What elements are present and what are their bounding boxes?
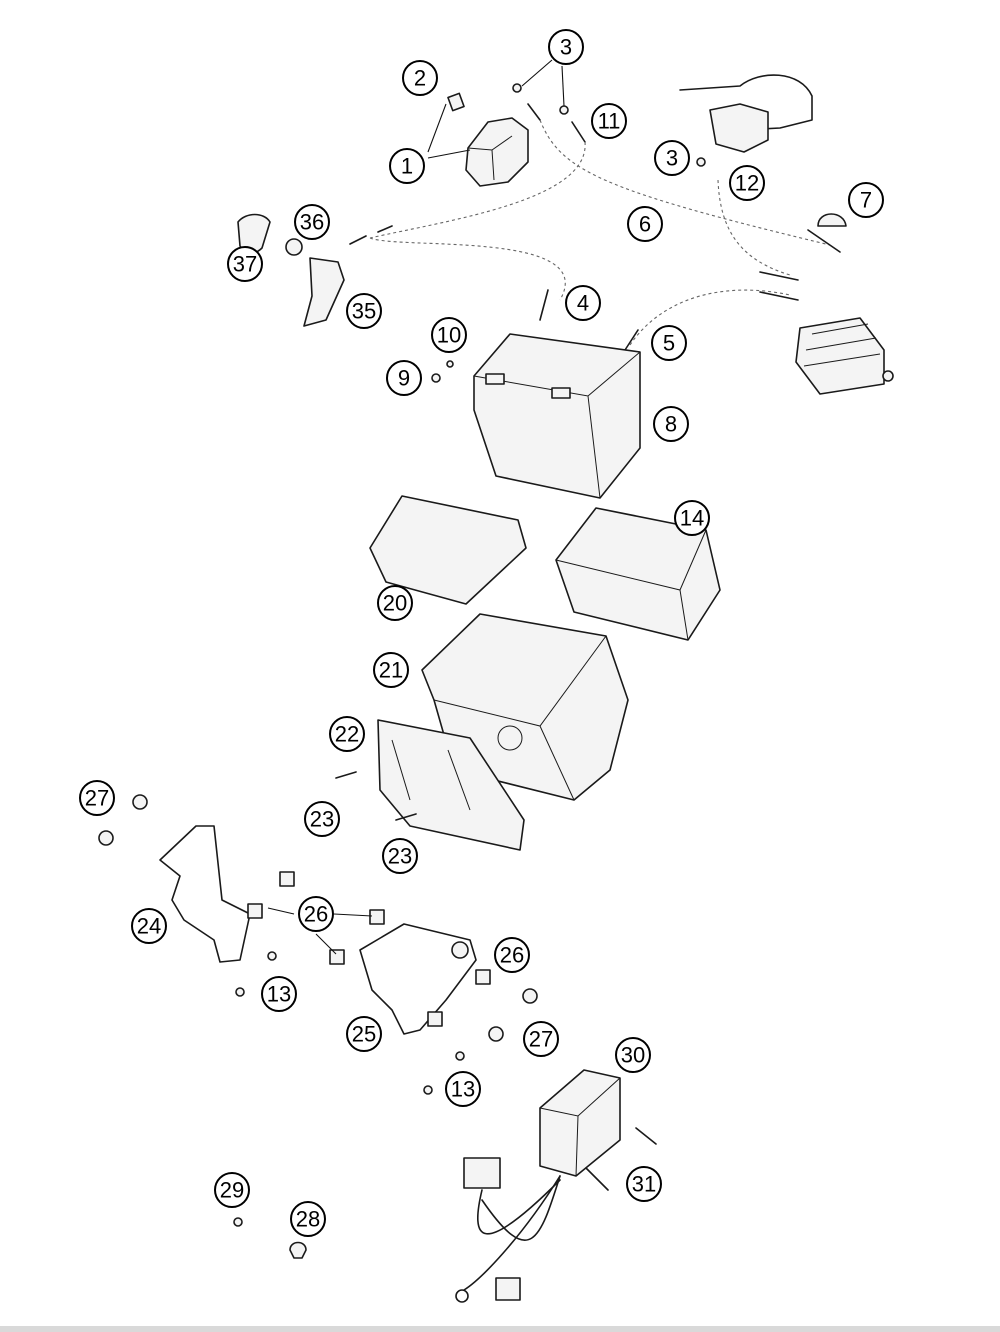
callout-3: 3 <box>548 29 584 65</box>
callout-12: 12 <box>729 165 765 201</box>
svg-text:9: 9 <box>398 366 410 391</box>
svg-text:29: 29 <box>220 1178 244 1203</box>
voltage-regulator <box>539 1069 657 1191</box>
svg-text:25: 25 <box>352 1022 376 1047</box>
svg-text:10: 10 <box>437 323 461 348</box>
svg-text:21: 21 <box>379 658 403 683</box>
callout-3: 3 <box>654 140 690 176</box>
callout-5: 5 <box>651 325 687 361</box>
svg-text:36: 36 <box>300 210 324 235</box>
svg-text:3: 3 <box>666 146 678 171</box>
callout-24: 24 <box>131 908 167 944</box>
svg-text:24: 24 <box>137 914 161 939</box>
svg-text:30: 30 <box>621 1043 645 1068</box>
callout-4: 4 <box>565 285 601 321</box>
callout-37: 37 <box>227 246 263 282</box>
callout-21: 21 <box>373 652 409 688</box>
svg-text:4: 4 <box>577 291 589 316</box>
callout-22: 22 <box>329 716 365 752</box>
wire-harness <box>349 119 841 351</box>
callout-7: 7 <box>848 182 884 218</box>
battery-box <box>555 507 721 641</box>
svg-text:8: 8 <box>665 412 677 437</box>
callout-20: 20 <box>377 585 413 621</box>
svg-text:23: 23 <box>310 807 334 832</box>
callout-23: 23 <box>382 838 418 874</box>
regulator-harness <box>455 1157 561 1303</box>
callout-30: 30 <box>615 1037 651 1073</box>
terminal-cap <box>817 213 847 227</box>
callout-28: 28 <box>290 1201 326 1237</box>
callout-1: 1 <box>389 148 425 184</box>
left-bracket <box>98 794 251 963</box>
callout-25: 25 <box>346 1016 382 1052</box>
callout-8: 8 <box>653 406 689 442</box>
battery <box>431 333 641 499</box>
callout-26: 26 <box>494 937 530 973</box>
svg-text:11: 11 <box>598 109 621 134</box>
callout-11: 11 <box>591 103 627 139</box>
bottom-rule <box>0 1326 1000 1332</box>
callout-27: 27 <box>79 780 115 816</box>
starter-relay <box>447 92 529 187</box>
svg-text:27: 27 <box>85 786 109 811</box>
svg-text:5: 5 <box>663 331 675 356</box>
callout-10: 10 <box>431 317 467 353</box>
right-bracket <box>359 923 538 1042</box>
svg-text:35: 35 <box>352 299 376 324</box>
svg-text:12: 12 <box>735 171 759 196</box>
callout-26: 26 <box>298 896 334 932</box>
callout-31: 31 <box>626 1166 662 1202</box>
svg-text:26: 26 <box>304 902 328 927</box>
battery-cover <box>369 495 527 605</box>
svg-text:13: 13 <box>267 982 291 1007</box>
svg-text:20: 20 <box>383 591 407 616</box>
starter-motor <box>795 317 894 395</box>
callout-35: 35 <box>346 293 382 329</box>
small-nut <box>233 1217 243 1227</box>
svg-text:14: 14 <box>680 506 704 531</box>
callout-29: 29 <box>214 1172 250 1208</box>
svg-text:22: 22 <box>335 722 359 747</box>
svg-text:27: 27 <box>529 1027 553 1052</box>
battery-bracket-plate <box>335 719 525 851</box>
svg-text:7: 7 <box>860 188 872 213</box>
small-clip <box>289 1241 307 1259</box>
svg-text:3: 3 <box>560 35 572 60</box>
callout-13: 13 <box>445 1071 481 1107</box>
svg-text:37: 37 <box>233 252 257 277</box>
svg-text:26: 26 <box>500 943 524 968</box>
callout-9: 9 <box>386 360 422 396</box>
leader-lines <box>267 59 565 955</box>
callout-23: 23 <box>304 801 340 837</box>
callout-2: 2 <box>402 60 438 96</box>
frame-fragment <box>679 74 813 153</box>
speed-nuts <box>235 871 491 1095</box>
svg-text:31: 31 <box>632 1172 656 1197</box>
callout-36: 36 <box>294 204 330 240</box>
svg-text:13: 13 <box>451 1077 475 1102</box>
svg-text:28: 28 <box>296 1207 320 1232</box>
svg-text:23: 23 <box>388 844 412 869</box>
callout-13: 13 <box>261 976 297 1012</box>
callout-6: 6 <box>627 206 663 242</box>
svg-text:2: 2 <box>414 66 426 91</box>
callout-14: 14 <box>674 500 710 536</box>
svg-text:1: 1 <box>401 154 413 179</box>
svg-text:6: 6 <box>639 212 651 237</box>
callout-27: 27 <box>523 1021 559 1057</box>
